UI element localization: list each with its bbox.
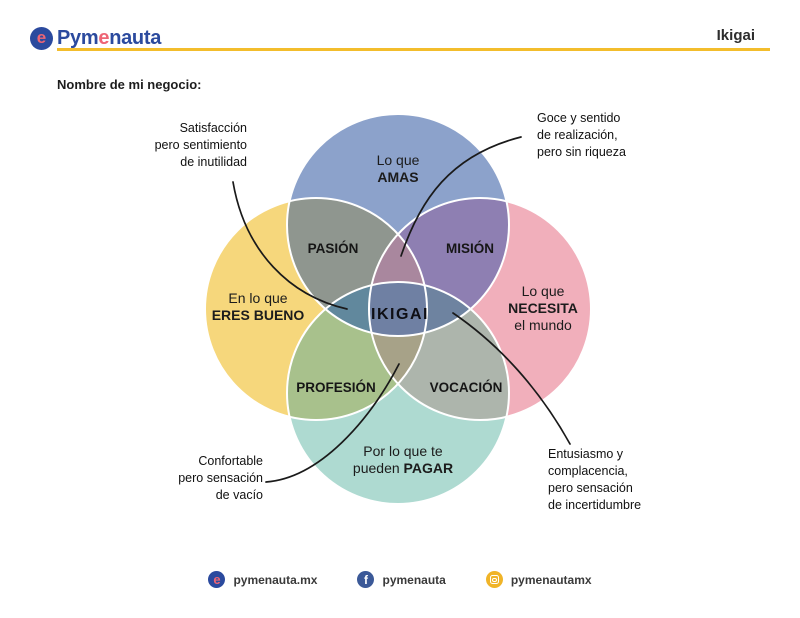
label-pasion: PASIÓN — [307, 241, 359, 256]
label-pagar-line2-bold: PAGAR — [403, 460, 454, 476]
annotation-satisfaccion-line1: Satisfacción — [179, 121, 247, 135]
label-necesita: Lo que NECESITA el mundo — [508, 283, 578, 334]
wordmark-part-3: nauta — [109, 27, 162, 49]
pymenauta-e-icon: e — [30, 27, 53, 50]
label-eres-bueno-line1: En lo que — [228, 290, 288, 306]
social-item-web: e pymenauta.mx — [208, 571, 317, 588]
page-title: Ikigai — [716, 27, 755, 44]
annotation-goce-line3: pero sin riqueza — [537, 145, 626, 159]
wordmark-part-1: Pym — [57, 27, 99, 49]
annotation-entusiasmo-line3: pero sensación — [548, 481, 633, 495]
circle-necesita-outline — [368, 197, 592, 421]
social-handle-facebook: pymenauta — [382, 572, 446, 587]
header-divider — [57, 48, 770, 51]
label-amas: Lo que AMAS — [377, 152, 420, 186]
pymenauta-e-icon: e — [208, 571, 226, 588]
annotation-confortable-line1: Confortable — [198, 454, 263, 468]
label-ikigai: IKIGAI — [371, 306, 429, 323]
social-item-instagram: pymenautamx — [485, 571, 592, 588]
circle-eres-bueno-outline — [204, 197, 428, 421]
pointer-curve-entusiasmo — [452, 312, 571, 445]
label-eres-bueno: En lo que ERES BUENO — [212, 290, 305, 324]
annotation-entusiasmo-line1: Entusiasmo y — [548, 447, 624, 461]
label-necesita-line3: el mundo — [514, 317, 572, 333]
label-profesion: PROFESIÓN — [296, 380, 376, 395]
footer-social-bar: e pymenauta.mx f pymenauta pymenautamx — [0, 571, 800, 588]
annotation-confortable: Confortable pero sensación de vacío — [143, 453, 263, 504]
business-name-label: Nombre de mi negocio: — [57, 77, 202, 92]
social-item-facebook: f pymenauta — [357, 571, 446, 588]
pointer-curve-confortable — [265, 363, 400, 483]
pymenauta-logo: e Pymenauta — [30, 27, 161, 50]
annotation-confortable-line3: de vacío — [215, 488, 263, 502]
label-amas-line1: Lo que — [376, 152, 420, 168]
social-handle-web: pymenauta.mx — [233, 572, 318, 587]
pointer-curve-satisfaccion — [232, 181, 348, 310]
wordmark-part-2: e — [98, 27, 110, 49]
label-pagar-line2-regular: pueden — [352, 460, 400, 476]
label-amas-line2: AMAS — [377, 169, 419, 185]
label-vocacion: VOCACIÓN — [429, 380, 503, 395]
facebook-icon: f — [357, 571, 375, 588]
annotation-entusiasmo-line4: de incertidumbre — [548, 498, 642, 512]
annotation-goce: Goce y sentido de realización, pero sin … — [537, 110, 626, 161]
label-pagar: Por lo que te pueden PAGAR — [353, 443, 453, 477]
annotation-goce-line1: Goce y sentido — [537, 111, 621, 125]
label-mision: MISIÓN — [445, 241, 495, 256]
annotation-satisfaccion-line2: pero sentimiento — [154, 138, 247, 152]
annotation-entusiasmo-line2: complacencia, — [548, 464, 628, 478]
annotation-goce-line2: de realización, — [537, 128, 618, 142]
annotation-confortable-line2: pero sensación — [178, 471, 263, 485]
annotation-satisfaccion-line3: de inutilidad — [180, 155, 247, 169]
circle-pagar-outline — [286, 281, 510, 505]
social-handle-instagram: pymenautamx — [510, 572, 592, 587]
label-pagar-line1: Por lo que te — [363, 443, 443, 459]
pymenauta-wordmark: Pymenauta — [57, 27, 161, 49]
label-necesita-line2: NECESITA — [508, 300, 578, 316]
annotation-satisfaccion: Satisfacción pero sentimiento de inutili… — [127, 120, 247, 171]
instagram-icon — [485, 571, 503, 588]
label-necesita-line1: Lo que — [521, 283, 565, 299]
annotation-entusiasmo: Entusiasmo y complacencia, pero sensació… — [548, 446, 641, 514]
circle-amas-outline — [286, 113, 510, 337]
label-eres-bueno-line2: ERES BUENO — [211, 307, 305, 323]
pointer-curve-goce — [400, 136, 522, 257]
